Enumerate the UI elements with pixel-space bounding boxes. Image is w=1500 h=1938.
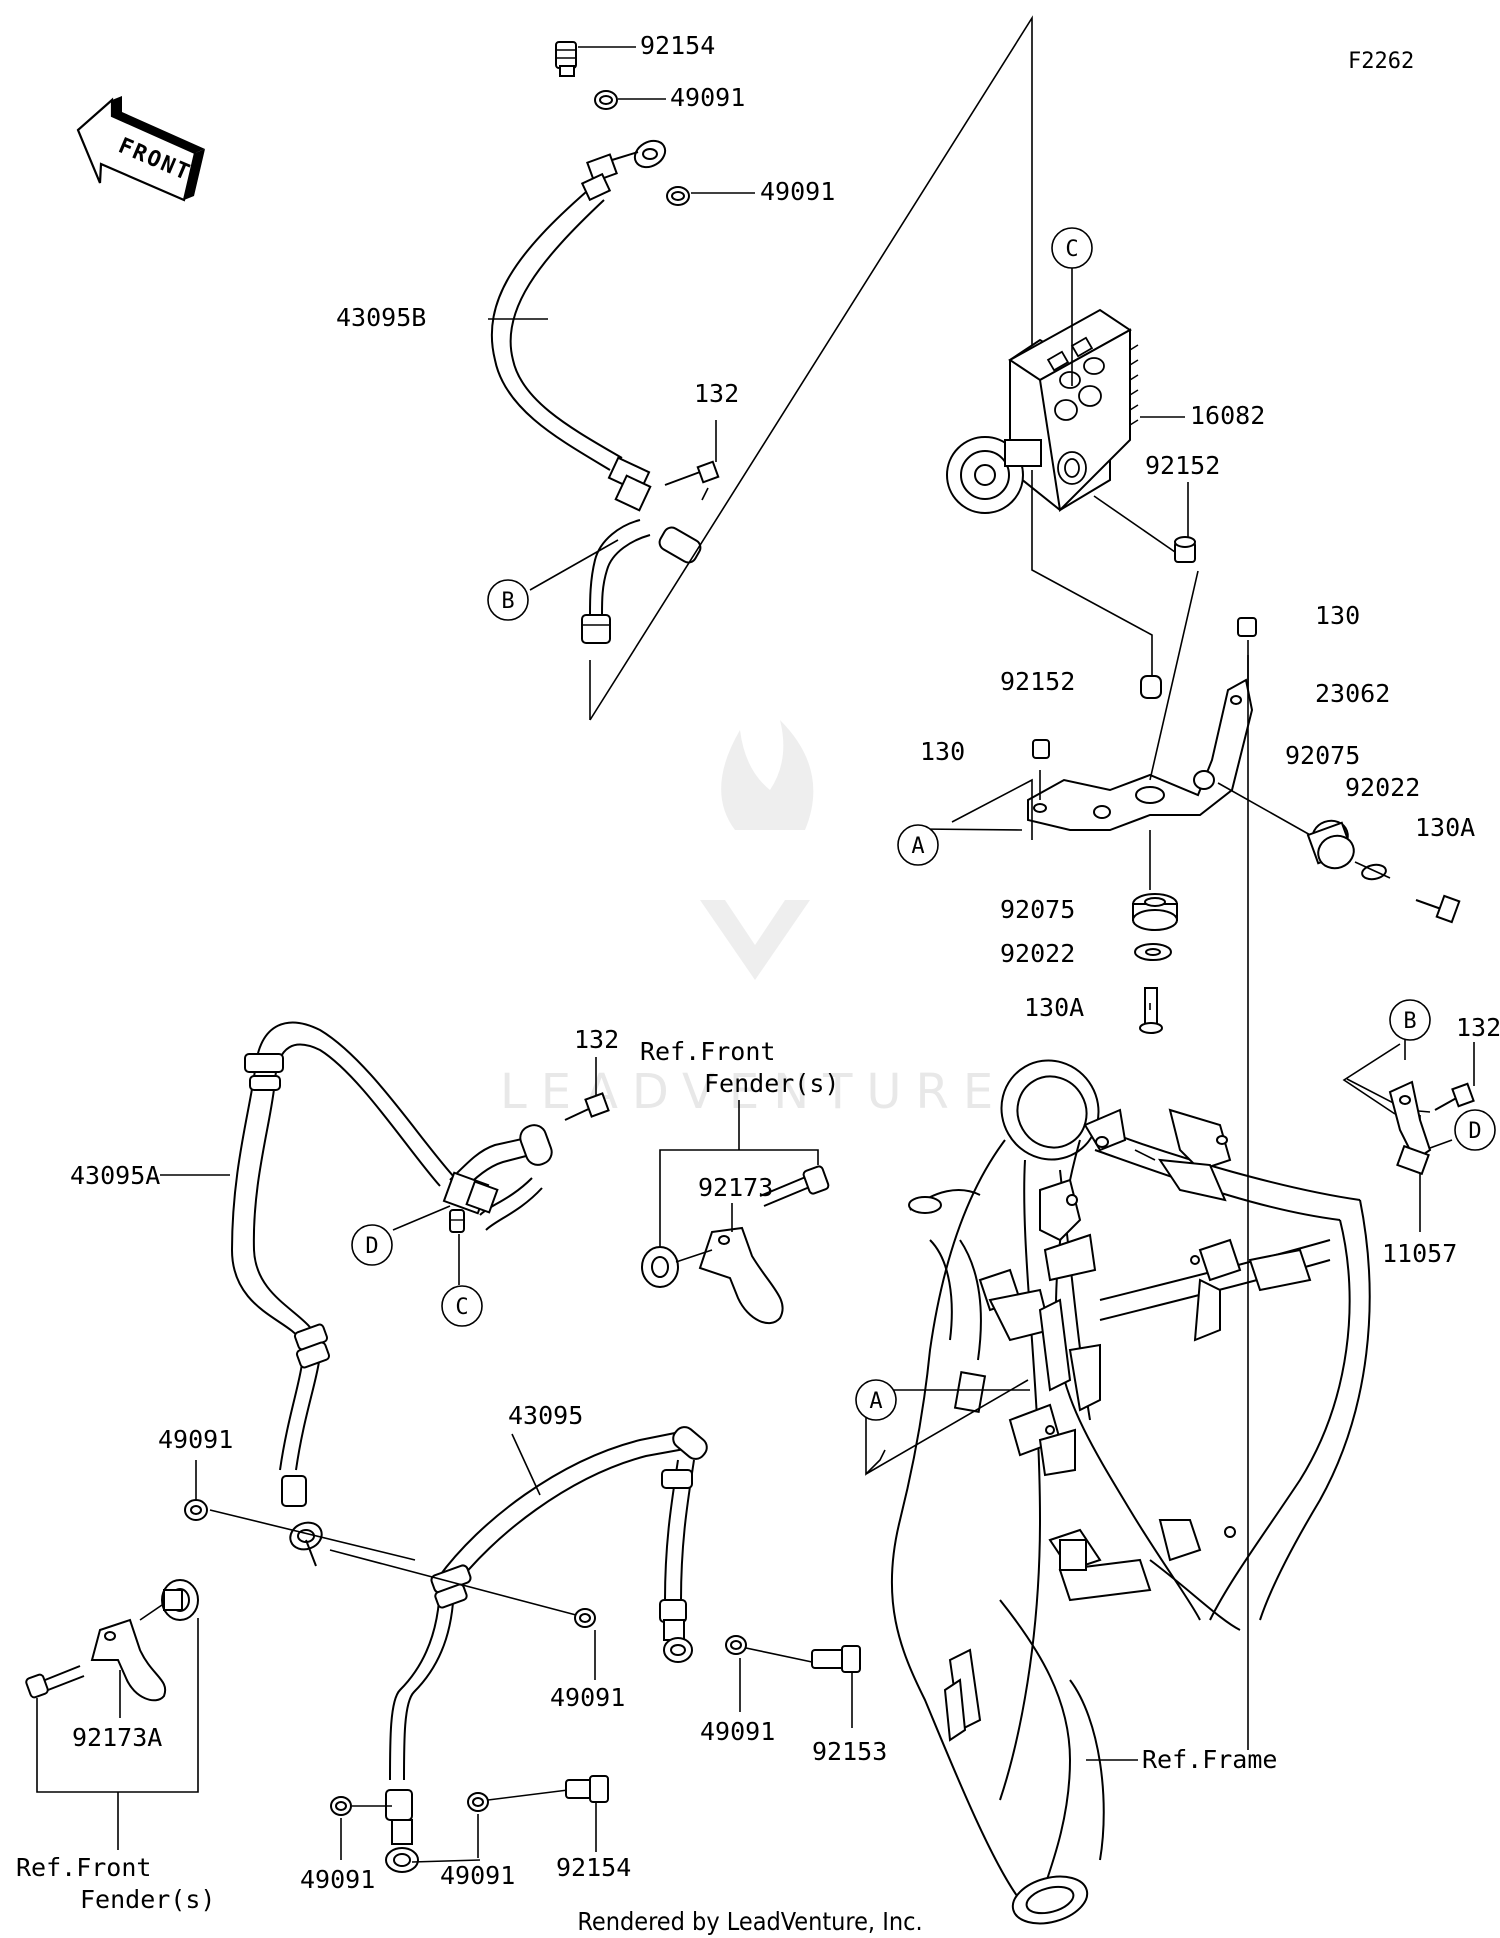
label-132-top: 132 bbox=[694, 379, 739, 408]
ref-front-fender-top-line1: Ref.Front bbox=[640, 1037, 775, 1066]
clamp-92173 bbox=[641, 1165, 830, 1325]
label-92173A: 92173A bbox=[72, 1723, 162, 1752]
damper-92075 bbox=[1132, 893, 1178, 1034]
label-92152-b: 92152 bbox=[1000, 667, 1075, 696]
label-92075-a: 92075 bbox=[1285, 741, 1360, 770]
label-92075-b: 92075 bbox=[1000, 895, 1075, 924]
label-16082: 16082 bbox=[1190, 401, 1265, 430]
label-92022-a: 92022 bbox=[1345, 773, 1420, 802]
callout-C1-text: C bbox=[1065, 237, 1078, 262]
callout-D1-text: D bbox=[1468, 1119, 1481, 1144]
label-132-right: 132 bbox=[1456, 1013, 1500, 1042]
watermark-logo: LEADVENTURE bbox=[500, 720, 1007, 1120]
label-130-a: 130 bbox=[1315, 601, 1360, 630]
watermark-text: LEADVENTURE bbox=[500, 1064, 1007, 1120]
label-132-mid: 132 bbox=[574, 1025, 619, 1054]
bracket-11057 bbox=[1388, 1080, 1475, 1176]
ref-front-fender-bot-line2: Fender(s) bbox=[80, 1885, 215, 1914]
label-49091-c: 49091 bbox=[158, 1425, 233, 1454]
label-92173: 92173 bbox=[698, 1173, 773, 1202]
callout-A1: A bbox=[897, 824, 939, 866]
abs-unit-16082 bbox=[946, 308, 1139, 514]
callout-B1-text: B bbox=[501, 589, 514, 614]
callout-B1: B bbox=[487, 579, 529, 621]
label-92154-bot: 92154 bbox=[556, 1853, 631, 1882]
label-92152-a: 92152 bbox=[1145, 451, 1220, 480]
hose-43095 bbox=[385, 1426, 708, 1873]
label-43095: 43095 bbox=[508, 1401, 583, 1430]
label-43095A: 43095A bbox=[70, 1161, 160, 1190]
callout-C1: C bbox=[1051, 227, 1093, 269]
hose-43095B bbox=[490, 41, 720, 644]
callout-A1-text: A bbox=[911, 834, 924, 859]
label-130A-a: 130A bbox=[1415, 813, 1475, 842]
label-23062: 23062 bbox=[1315, 679, 1390, 708]
callout-D2: D bbox=[351, 1224, 393, 1266]
label-49091-a: 49091 bbox=[670, 83, 745, 112]
callout-A2-text: A bbox=[869, 1389, 882, 1414]
damper-92075-right bbox=[1306, 819, 1461, 924]
label-43095B: 43095B bbox=[336, 303, 426, 332]
clamp-92173A bbox=[25, 1579, 199, 1702]
label-49091-f: 49091 bbox=[300, 1865, 375, 1894]
callout-D2-text: D bbox=[365, 1234, 378, 1259]
label-49091-b: 49091 bbox=[760, 177, 835, 206]
callout-A2: A bbox=[855, 1379, 897, 1421]
diagram-code: F2262 bbox=[1348, 49, 1414, 74]
footer-credit: Rendered by LeadVenture, Inc. bbox=[577, 1907, 922, 1936]
label-49091-g: 49091 bbox=[440, 1861, 515, 1890]
label-11057: 11057 bbox=[1382, 1239, 1457, 1268]
frame bbox=[890, 1059, 1371, 1925]
label-49091-e: 49091 bbox=[700, 1717, 775, 1746]
ref-front-fender-bot-line1: Ref.Front bbox=[16, 1853, 151, 1882]
callout-C2: C bbox=[441, 1285, 483, 1327]
label-130-b: 130 bbox=[920, 737, 965, 766]
label-92153: 92153 bbox=[812, 1737, 887, 1766]
callout-C2-text: C bbox=[455, 1295, 468, 1320]
label-49091-d: 49091 bbox=[550, 1683, 625, 1712]
label-92154-top: 92154 bbox=[640, 31, 715, 60]
callout-B2-text: B bbox=[1403, 1009, 1416, 1034]
bracket-23062 bbox=[1027, 678, 1254, 831]
ref-frame: Ref.Frame bbox=[1142, 1745, 1277, 1774]
front-arrow-icon: FRONT bbox=[76, 96, 205, 202]
label-92022-b: 92022 bbox=[1000, 939, 1075, 968]
ref-front-fender-top-line2: Fender(s) bbox=[704, 1069, 839, 1098]
callout-D1: D bbox=[1454, 1109, 1496, 1151]
label-130A-b: 130A bbox=[1024, 993, 1084, 1022]
callout-B2: B bbox=[1389, 999, 1431, 1041]
